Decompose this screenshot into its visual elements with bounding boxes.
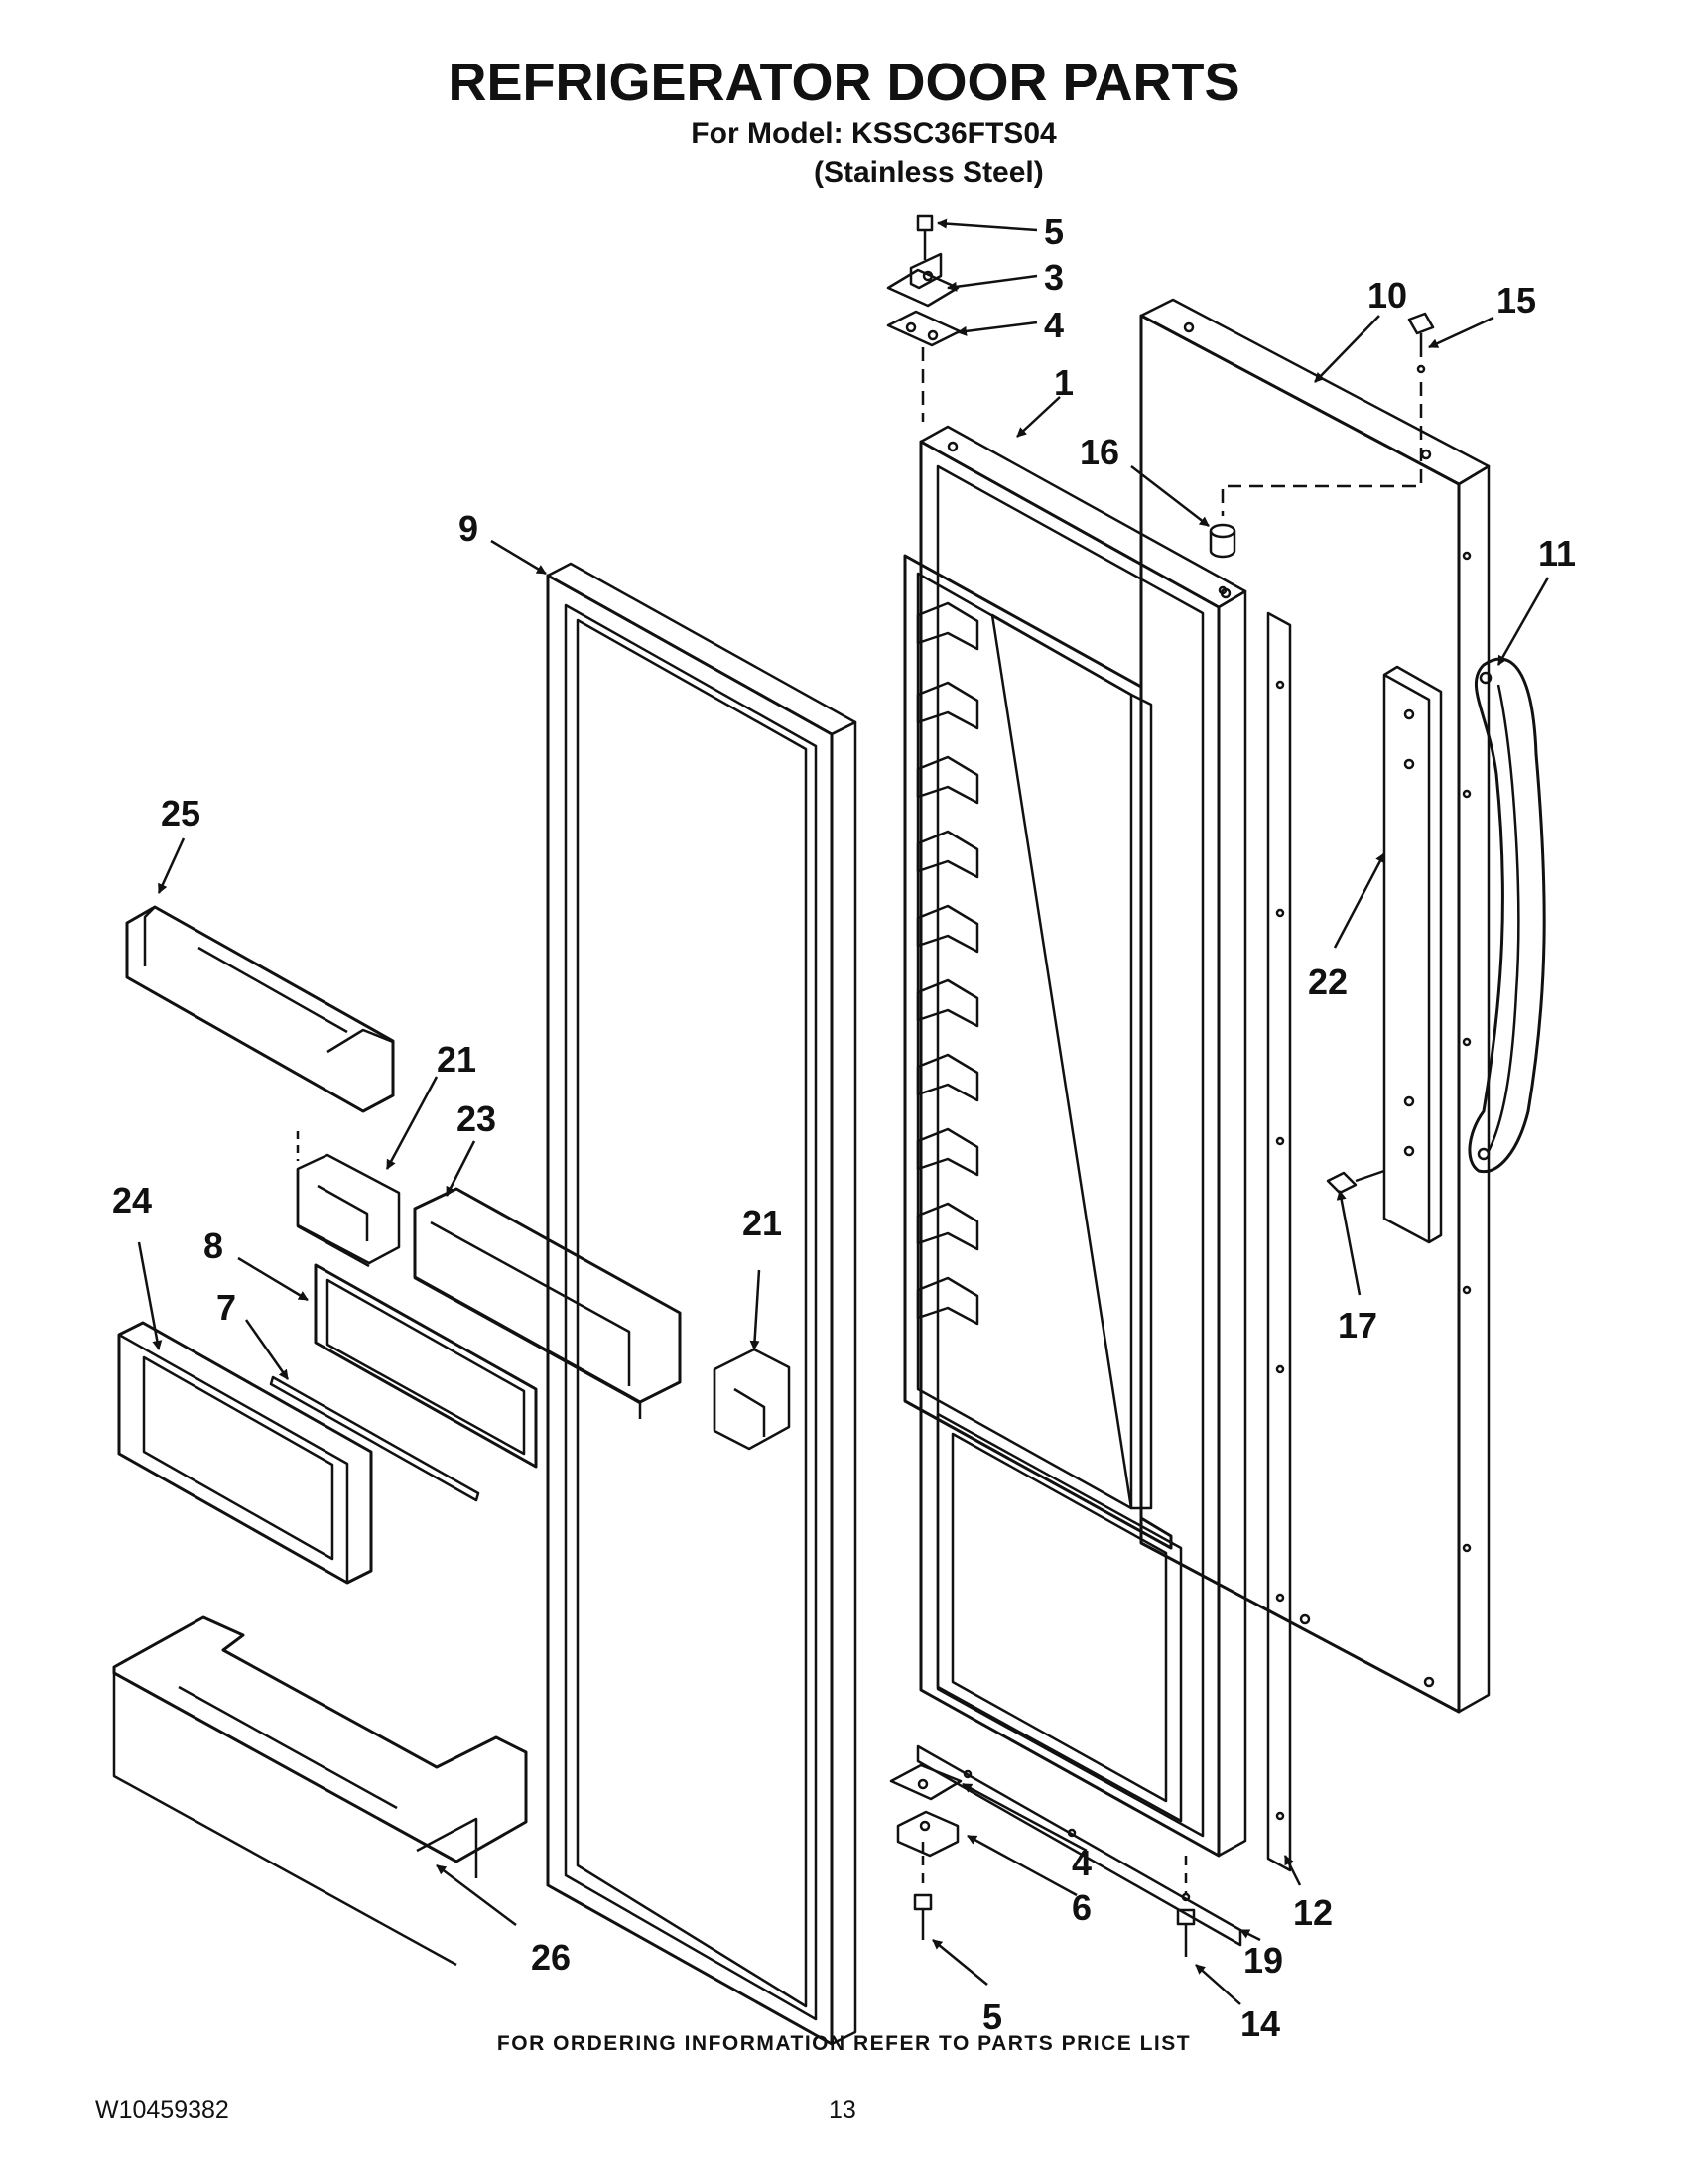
callout-label: 26: [531, 1937, 571, 1978]
callout-label: 9: [458, 508, 478, 549]
callout-label: 16: [1080, 432, 1119, 472]
bin-support-right: [713, 1348, 791, 1451]
model-line: For Model: KSSC36FTS04: [691, 117, 1057, 150]
callout-label: 3: [1044, 257, 1064, 298]
callout-label: 5: [1044, 211, 1064, 252]
callout-label: 14: [1240, 2003, 1280, 2044]
callout-label: 19: [1243, 1940, 1283, 1981]
shelf-retainers: [916, 601, 979, 1326]
callout-label: 11: [1538, 533, 1576, 574]
callout-label: 10: [1367, 275, 1407, 316]
top-hinge-assembly: [886, 214, 962, 347]
lower-door-bin: [112, 1615, 528, 1967]
bottom-hinge-assembly: [889, 1763, 963, 1940]
callout-label: 8: [203, 1225, 223, 1266]
dispenser-frame: [314, 1263, 538, 1469]
callout-label: 21: [742, 1203, 782, 1243]
panel-screw: [1407, 312, 1435, 374]
callout-label: 5: [982, 1996, 1002, 2037]
callout-labels: 5 3 4 10 15 1 16 9 11 25 21 23 22 24 8 2…: [112, 211, 1576, 2044]
callout-label: 15: [1496, 280, 1536, 321]
callout-label: 25: [161, 793, 200, 834]
callout-label: 7: [216, 1287, 236, 1328]
outer-door-panel: [1139, 298, 1491, 1714]
callout-label: 22: [1308, 962, 1348, 1002]
model-variant: (Stainless Steel): [814, 156, 1044, 189]
page-title: REFRIGERATOR DOOR PARTS: [448, 53, 1240, 112]
bottom-screw: [1176, 1908, 1196, 1957]
leader-lines: [137, 218, 1550, 2005]
handle-mount-channel: [1382, 665, 1443, 1244]
document-id: W10459382: [95, 2096, 229, 2123]
callout-label: 1: [1054, 362, 1074, 403]
side-trim-strip: [1266, 611, 1292, 1872]
dispenser-housing: [413, 1187, 682, 1419]
trim-strip: [269, 1375, 480, 1502]
door-handle: [1468, 657, 1546, 1174]
plug: [1209, 523, 1236, 595]
inner-door-liner: [903, 425, 1247, 1858]
callout-label: 23: [456, 1098, 496, 1139]
callout-label: 21: [437, 1039, 476, 1080]
handle-screw: [1326, 1169, 1385, 1195]
front-cover: [117, 1321, 373, 1585]
callout-label: 4: [1072, 1843, 1092, 1883]
callout-label: 17: [1338, 1305, 1377, 1346]
callout-label: 24: [112, 1180, 152, 1220]
page-number: 13: [829, 2096, 856, 2123]
ordering-note: FOR ORDERING INFORMATION REFER TO PARTS …: [496, 2032, 1192, 2055]
callout-label: 4: [1044, 305, 1064, 345]
upper-door-bin: [125, 905, 395, 1113]
bin-support-left: [296, 1153, 401, 1268]
door-gasket: [546, 562, 857, 2046]
callout-label: 6: [1072, 1887, 1092, 1928]
callout-label: 12: [1293, 1892, 1333, 1933]
